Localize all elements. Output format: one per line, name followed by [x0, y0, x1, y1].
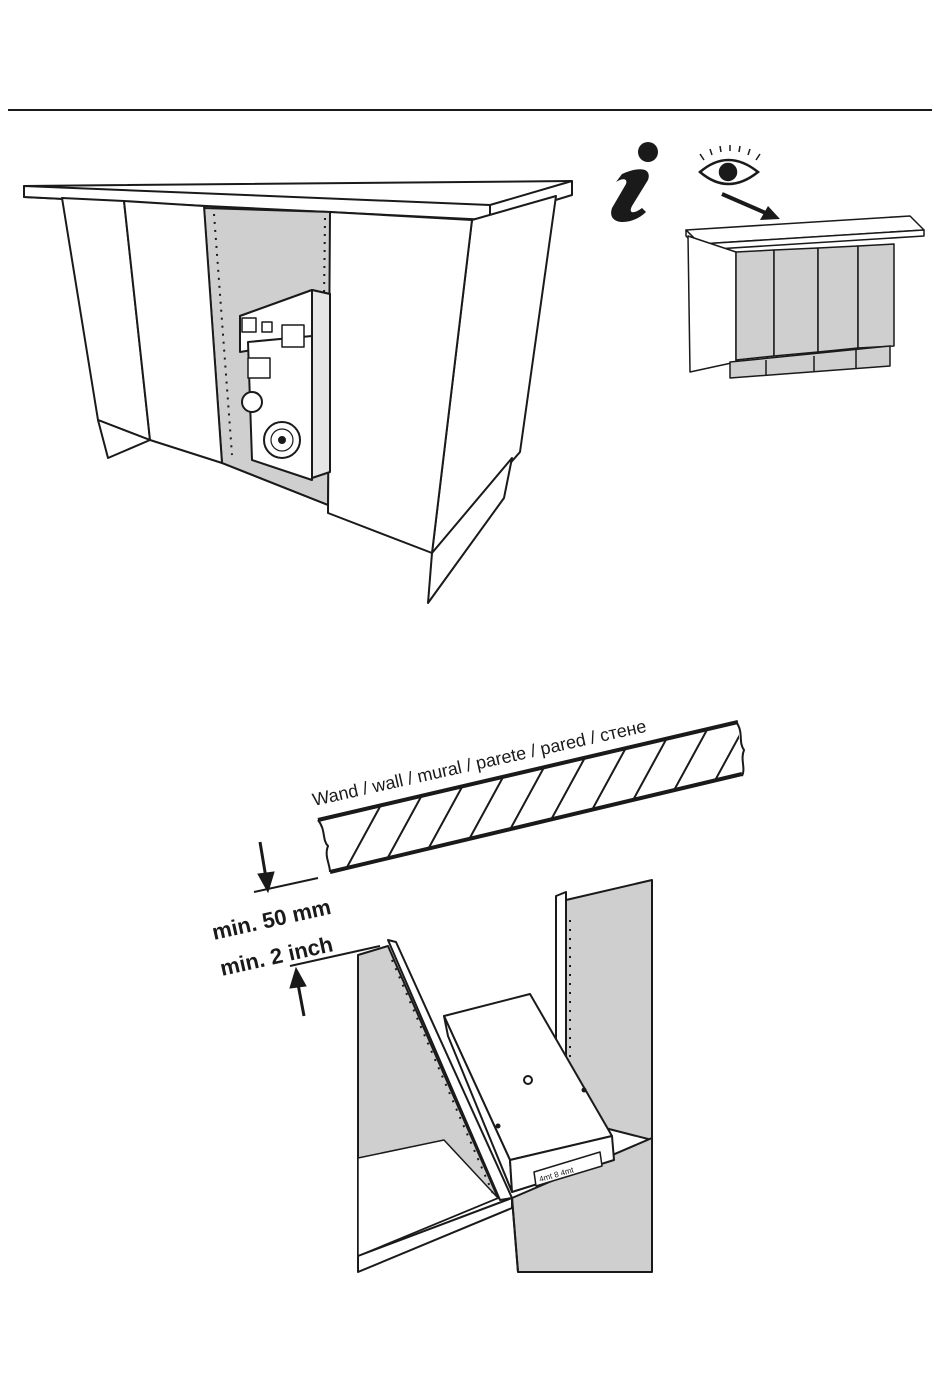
heater-appliance — [240, 290, 330, 480]
front-view-door-2 — [774, 248, 818, 356]
cabinet-with-appliance — [24, 181, 572, 603]
arrow-icon — [722, 194, 780, 220]
appliance-screw-hole — [524, 1076, 532, 1084]
cabinet-front-view — [686, 216, 924, 378]
front-view-side — [688, 236, 736, 372]
cabinet-top-detail — [358, 880, 652, 1272]
thermostat-knob — [242, 392, 262, 412]
eye-icon — [700, 145, 760, 184]
arrow-up-icon — [290, 968, 306, 1016]
front-view-door-3 — [818, 246, 858, 352]
arrow-down-icon — [258, 842, 274, 892]
info-icon — [611, 142, 658, 222]
front-view-door-4 — [858, 244, 894, 348]
front-view-door-1 — [736, 250, 774, 360]
